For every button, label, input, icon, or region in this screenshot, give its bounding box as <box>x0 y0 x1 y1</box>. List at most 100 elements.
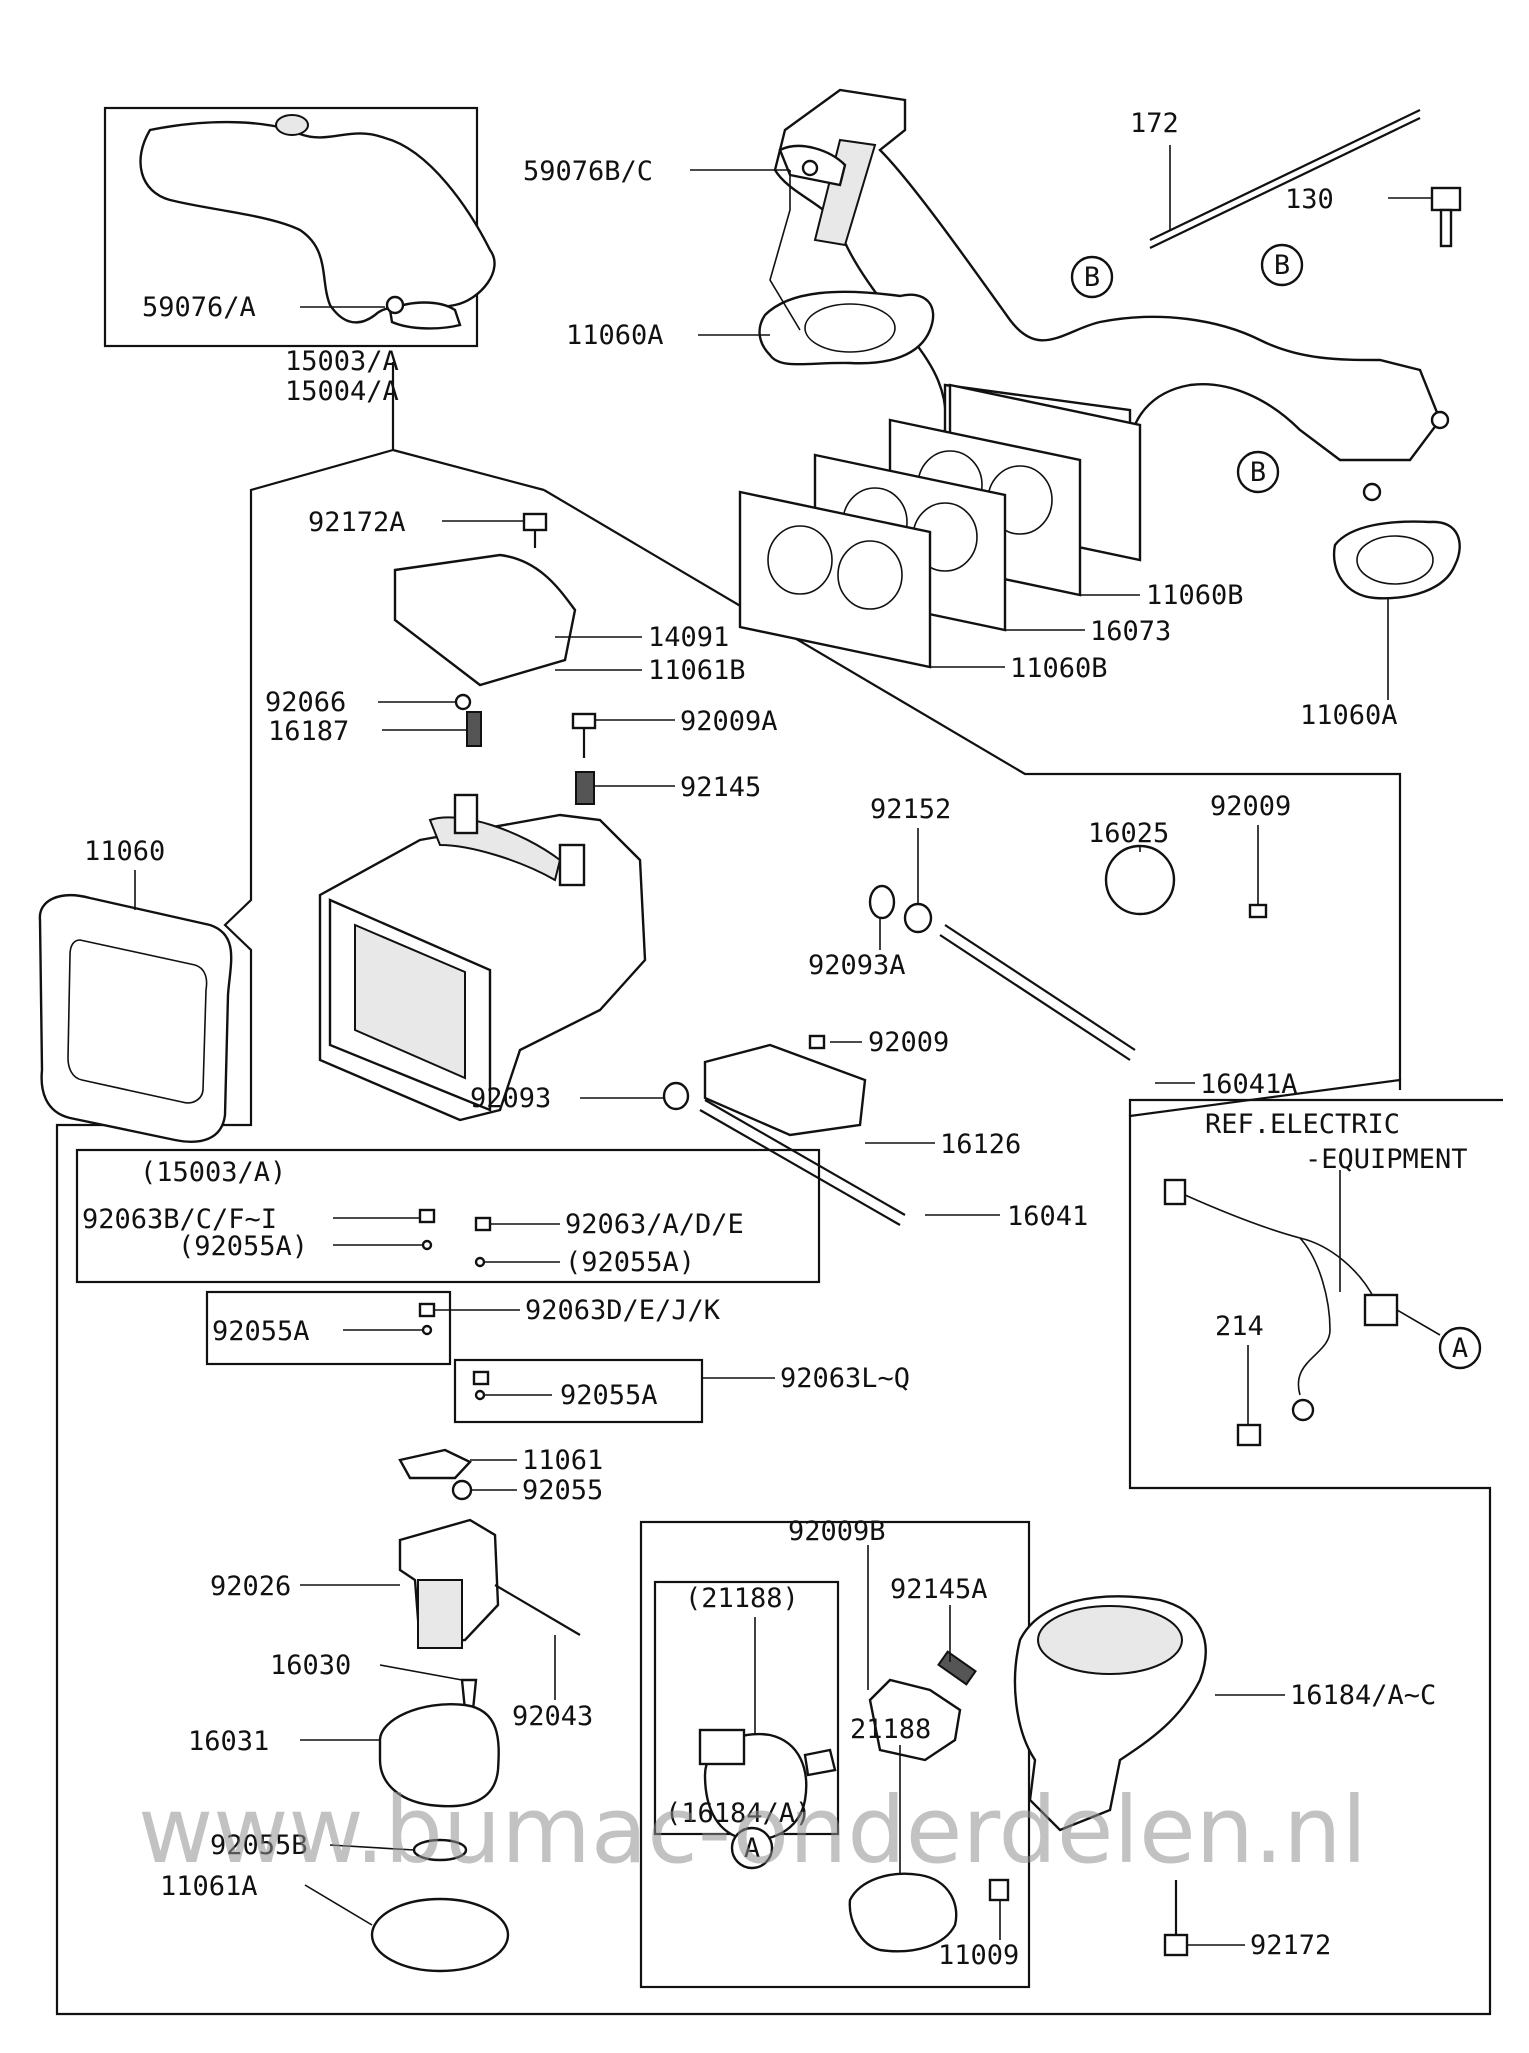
callout-letter-B-2: B <box>1274 250 1290 281</box>
leader-59076BC-2 <box>769 170 801 331</box>
label-15003A: 15003/A <box>285 346 399 377</box>
label-11060: 11060 <box>84 836 165 867</box>
stud-172-edge <box>1149 117 1421 249</box>
screw-92009-mid <box>808 1034 826 1050</box>
callout-circle-B-2 <box>1260 243 1304 287</box>
solenoid-group-box <box>639 1520 1031 1989</box>
screw-92009A-head <box>571 712 597 730</box>
label-16030: 16030 <box>270 1650 351 1681</box>
oring-92055A-2 <box>474 1389 486 1401</box>
label-15004A: 15004/A <box>285 376 399 407</box>
label-11061A: 11061A <box>160 1871 258 1902</box>
label-92009B: 92009B <box>788 1516 886 1547</box>
oring-11061A <box>370 1897 510 1973</box>
leader-connector-A <box>1396 1309 1441 1336</box>
label-kit-92055A-left: (92055A) <box>178 1231 308 1262</box>
collar-92152 <box>903 902 933 934</box>
kit-jets <box>418 1208 492 1268</box>
watermark-text: www.bumac-onderdelen.nl <box>138 1777 1367 1884</box>
top-small-parts <box>393 512 597 805</box>
inlet-pipe-bolt-hole <box>385 295 405 315</box>
label-16031: 16031 <box>188 1726 269 1757</box>
oring-92055A-left <box>421 1239 433 1251</box>
gasket-front-port-1 <box>767 525 833 595</box>
jet-92063LQ <box>472 1370 490 1386</box>
label-ref-electric-2: -EQUIPMENT <box>1305 1144 1468 1175</box>
label-11060A-top: 11060A <box>566 320 664 351</box>
seal-92093 <box>662 1081 690 1111</box>
manifold-upper-bolt-hole <box>801 159 819 177</box>
label-11061B: 11061B <box>648 655 746 686</box>
callout-letter-A-2: A <box>744 1833 760 1864</box>
gasket-stack <box>738 383 1142 669</box>
callout-letter-A-1: A <box>1452 1333 1468 1364</box>
manifold-runner-face <box>813 138 877 247</box>
gasket-front-port-2 <box>837 540 903 610</box>
label-11060A-right: 11060A <box>1300 700 1398 731</box>
label-14091: 14091 <box>648 622 729 653</box>
label-92055B: 92055B <box>210 1830 308 1861</box>
label-92063LQ: 92063L~Q <box>780 1363 910 1394</box>
jet-box-1 <box>205 1290 452 1366</box>
label-92093A: 92093A <box>808 950 906 981</box>
label-92043: 92043 <box>512 1701 593 1732</box>
pin-92043 <box>494 1584 581 1636</box>
callout-circle-A-2 <box>730 1826 774 1870</box>
callout-circle-A-1 <box>1438 1326 1482 1370</box>
oring-92055A-right <box>474 1256 486 1268</box>
label-16184AC: 16184/A~C <box>1290 1680 1436 1711</box>
screw-92172A-head <box>522 512 548 532</box>
nozzle-92026-body <box>417 1579 463 1649</box>
label-172: 172 <box>1130 108 1179 139</box>
sensor-plug <box>1163 1178 1187 1206</box>
label-16041: 16041 <box>1007 1201 1088 1232</box>
callout-circle-B-3 <box>1236 450 1280 494</box>
label-16187: 16187 <box>268 716 349 747</box>
label-kit-92063BCFI: 92063B/C/F~I <box>82 1204 277 1235</box>
label-16184A-paren: (16184/A) <box>665 1798 811 1829</box>
label-92145A: 92145A <box>890 1574 988 1605</box>
bolt-130-shank <box>1439 208 1453 248</box>
connector-box <box>1363 1293 1399 1327</box>
label-16126: 16126 <box>940 1129 1021 1160</box>
float-16031 <box>378 1703 500 1808</box>
screw-92172 <box>1163 1933 1189 1957</box>
leader-92055B <box>329 1844 415 1851</box>
kit-box-jets <box>75 1148 821 1284</box>
callout-letter-B-1: B <box>1084 262 1100 293</box>
label-92172A: 92172A <box>308 507 406 538</box>
throttle-parts <box>662 844 1268 1226</box>
label-kit-92055A-right: (92055A) <box>565 1247 695 1278</box>
gasket-11061 <box>398 1448 472 1480</box>
part-labels: 59076B/C 172 130 59076/A 11060A 15003/A … <box>82 108 1468 1971</box>
bolt-130-head <box>1430 186 1462 212</box>
inlet-pipe-flange <box>388 301 462 330</box>
label-92152: 92152 <box>870 794 951 825</box>
label-16041A: 16041A <box>1200 1069 1298 1100</box>
solenoid-inset-plug <box>698 1728 746 1766</box>
jet-box-2 <box>453 1358 704 1424</box>
carburetor-bore <box>354 923 466 1080</box>
label-11060B-1: 11060B <box>1146 580 1244 611</box>
solenoid-inset-tip <box>803 1748 837 1777</box>
label-92055A-1: 92055A <box>212 1316 310 1347</box>
shaft-16041A-edge <box>944 924 1136 1051</box>
spring-92145 <box>575 771 595 805</box>
gasket-11060A-top <box>758 290 935 366</box>
wire-branch <box>1299 1237 1376 1301</box>
label-59076BC: 59076B/C <box>523 156 653 187</box>
label-16025: 16025 <box>1088 818 1169 849</box>
solenoid-21188 <box>848 1872 958 1953</box>
shaft-16041A <box>939 934 1131 1061</box>
seal-92093A <box>868 884 896 920</box>
gasket-11060-left <box>38 894 233 1143</box>
label-92055A-2: 92055A <box>560 1380 658 1411</box>
jet-92063BCFI <box>418 1208 436 1224</box>
inlet-pipe-opening <box>275 114 309 136</box>
manifold-right-bolt-hole-2 <box>1362 482 1382 502</box>
spring-16187 <box>466 711 482 747</box>
label-kit-92063ADE: 92063/A/D/E <box>565 1209 744 1240</box>
ring-terminal <box>1291 1398 1315 1422</box>
bowl-16184-opening <box>1037 1605 1183 1675</box>
plate-14091 <box>393 553 577 687</box>
